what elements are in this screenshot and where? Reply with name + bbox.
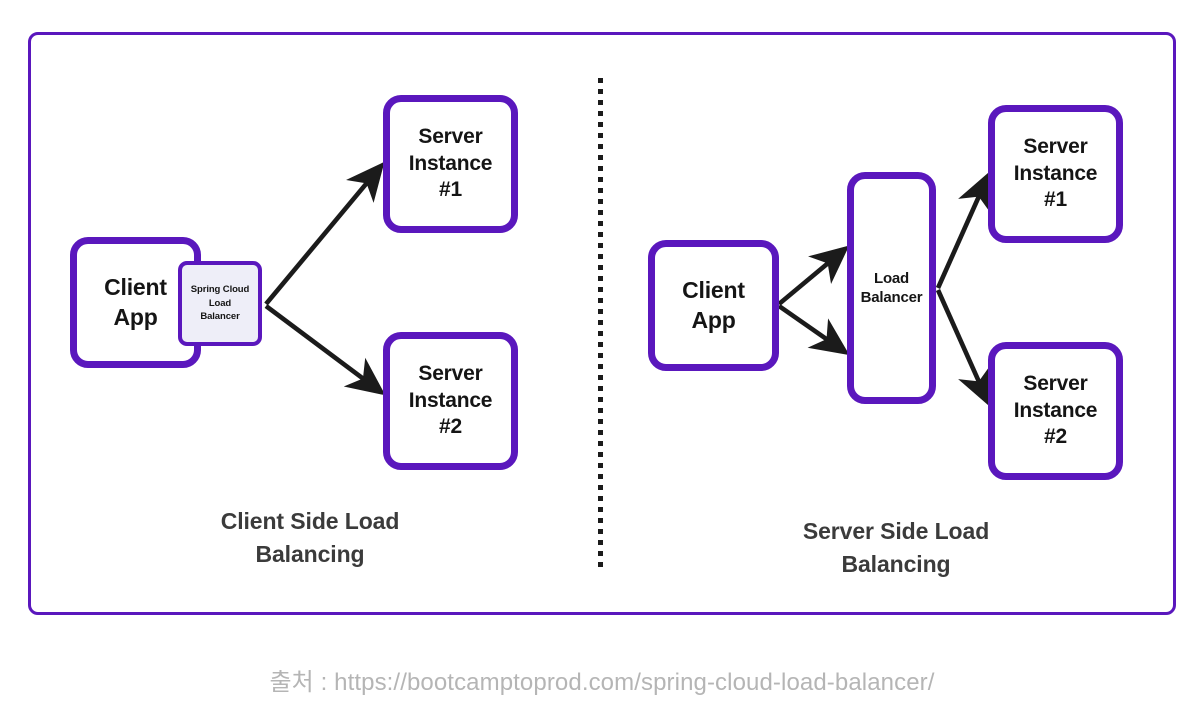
left-server-instance-1-label: Server Instance #1 xyxy=(408,124,493,202)
right-panel-caption: Server Side Load Balancing xyxy=(802,518,990,577)
left-panel-caption: Client Side Load Balancing xyxy=(220,508,400,567)
panel-divider-dotted xyxy=(598,78,603,568)
spring-cloud-load-balancer-box[interactable]: Spring Cloud Load Balancer xyxy=(178,261,262,346)
right-server-instance-1-box[interactable]: Server Instance #1 xyxy=(988,105,1123,243)
source-footer: 출처 : https://bootcamptoprod.com/spring-c… xyxy=(269,669,935,696)
load-balancer-box[interactable]: Load Balancer xyxy=(847,172,936,404)
spring-cloud-load-balancer-label: Spring Cloud Load Balancer xyxy=(190,283,250,323)
right-server-instance-1-label: Server Instance #1 xyxy=(1013,134,1098,212)
right-server-instance-2-label: Server Instance #2 xyxy=(1013,371,1098,449)
left-server-instance-2-box[interactable]: Server Instance #2 xyxy=(383,332,518,470)
left-server-instance-1-box[interactable]: Server Instance #1 xyxy=(383,95,518,233)
left-client-app-label: Client App xyxy=(104,274,167,330)
right-server-instance-2-box[interactable]: Server Instance #2 xyxy=(988,342,1123,480)
load-balancer-label: Load Balancer xyxy=(860,269,923,306)
right-client-app-label: Client App xyxy=(682,277,745,333)
left-server-instance-2-label: Server Instance #2 xyxy=(408,361,493,439)
right-client-app-box[interactable]: Client App xyxy=(648,240,779,371)
